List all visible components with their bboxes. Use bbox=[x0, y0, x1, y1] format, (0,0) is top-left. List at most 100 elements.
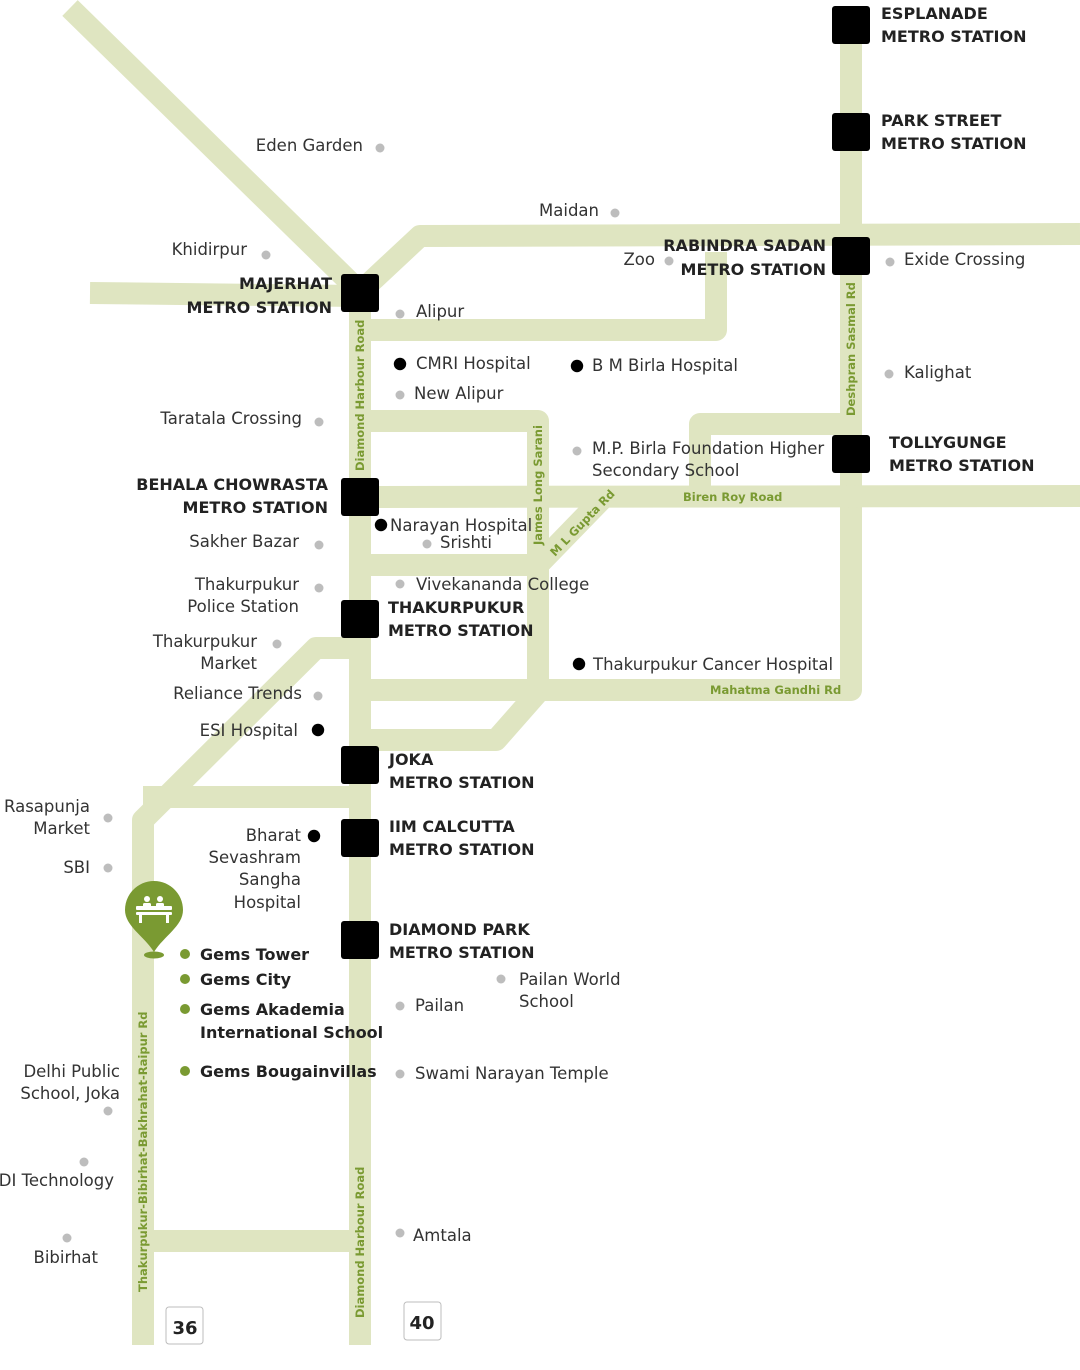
station-label: MAJERHAT bbox=[239, 274, 332, 293]
gems-label: Gems Tower bbox=[200, 945, 309, 964]
place-dot bbox=[103, 813, 113, 823]
place-khidirpur[interactable]: Khidirpur bbox=[172, 240, 271, 260]
hospital-cmri[interactable]: CMRI Hospital bbox=[393, 354, 531, 373]
place-di-technology[interactable]: DI Technology bbox=[0, 1157, 114, 1191]
label-thakurpukur-bibirhat: Thakurpukur-Bibirhat-Bakhrahat-Raipur Rd bbox=[136, 1011, 150, 1292]
place-dot bbox=[272, 639, 282, 649]
place-label: Rasapunja bbox=[4, 797, 90, 816]
station-label: METRO STATION bbox=[388, 621, 533, 640]
hospital-label: ESI Hospital bbox=[200, 721, 298, 740]
place-srishti[interactable]: Srishti bbox=[422, 533, 492, 552]
place-delhi-public-school[interactable]: Delhi Public School, Joka bbox=[20, 1062, 120, 1116]
road-joka-link bbox=[360, 682, 549, 751]
place-zoo[interactable]: Zoo bbox=[624, 250, 674, 269]
place-label: Vivekananda College bbox=[416, 575, 589, 594]
station-thakurpukur[interactable]: THAKURPUKUR METRO STATION bbox=[341, 598, 533, 640]
place-taratala-crossing[interactable]: Taratala Crossing bbox=[159, 409, 324, 428]
place-swami-narayan-temple[interactable]: Swami Narayan Temple bbox=[395, 1064, 609, 1083]
gems-label: Gems City bbox=[200, 970, 292, 989]
place-label: School, Joka bbox=[20, 1084, 120, 1103]
place-label: Bibirhat bbox=[34, 1248, 99, 1267]
hospital-cross-icon bbox=[572, 657, 586, 671]
road-alipur-loop bbox=[360, 252, 727, 341]
station-esplanade[interactable]: ESPLANADE METRO STATION bbox=[832, 4, 1026, 46]
highway-nh36: 36 bbox=[165, 1306, 204, 1345]
place-dot bbox=[885, 257, 895, 267]
road-thakurpukur-diagonal bbox=[132, 637, 360, 1345]
place-pailan-world-school[interactable]: Pailan World School bbox=[496, 970, 621, 1011]
station-park-street[interactable]: PARK STREET METRO STATION bbox=[832, 111, 1026, 153]
gems-tower[interactable]: Gems Tower bbox=[180, 945, 309, 964]
hospital-esi[interactable]: ESI Hospital bbox=[200, 721, 325, 740]
hospital-narayan[interactable]: Narayan Hospital bbox=[374, 516, 532, 535]
place-reliance-trends[interactable]: Reliance Trends bbox=[173, 684, 323, 703]
gems-label: Gems Bougainvillas bbox=[200, 1062, 377, 1081]
station-majerhat[interactable]: MAJERHAT METRO STATION bbox=[187, 274, 379, 317]
station-label: METRO STATION bbox=[389, 773, 534, 792]
place-sakher-bazar[interactable]: Sakher Bazar bbox=[189, 532, 324, 551]
place-dot bbox=[395, 1001, 405, 1011]
gems-akademia[interactable]: Gems Akademia International School bbox=[180, 1000, 383, 1042]
place-label: New Alipur bbox=[414, 384, 504, 403]
place-maidan[interactable]: Maidan bbox=[539, 201, 620, 220]
place-label: Khidirpur bbox=[172, 240, 248, 259]
station-rabindra-sadan[interactable]: RABINDRA SADAN METRO STATION bbox=[663, 236, 870, 279]
hospital-bm-birla[interactable]: B M Birla Hospital bbox=[570, 356, 738, 375]
place-label: Zoo bbox=[624, 250, 656, 269]
place-dot bbox=[572, 446, 582, 456]
map-pin-icon bbox=[125, 881, 183, 952]
station-label: TOLLYGUNGE bbox=[889, 433, 1007, 452]
hospital-thakurpukur-cancer[interactable]: Thakurpukur Cancer Hospital bbox=[572, 655, 833, 674]
hospital-label: Narayan Hospital bbox=[390, 516, 532, 535]
station-behala-chowrasta[interactable]: BEHALA CHOWRASTA METRO STATION bbox=[136, 475, 379, 517]
gems-bougainvillas[interactable]: Gems Bougainvillas bbox=[180, 1062, 377, 1081]
label-diamond-harbour-upper: Diamond Harbour Road bbox=[353, 320, 367, 471]
place-eden-garden[interactable]: Eden Garden bbox=[256, 136, 385, 155]
place-label: Kalighat bbox=[904, 363, 972, 382]
highway-number: 36 bbox=[172, 1318, 197, 1339]
station-iim-calcutta[interactable]: IIM CALCUTTA METRO STATION bbox=[341, 817, 534, 859]
place-kalighat[interactable]: Kalighat bbox=[884, 363, 972, 382]
place-mp-birla-school[interactable]: M.P. Birla Foundation Higher Secondary S… bbox=[572, 439, 825, 480]
place-rasapunja-market[interactable]: Rasapunja Market bbox=[4, 797, 113, 838]
gems-location-marker[interactable] bbox=[125, 881, 183, 959]
place-label: School bbox=[519, 992, 574, 1011]
place-label: Alipur bbox=[416, 302, 464, 321]
place-thakurpukur-police-station[interactable]: Thakurpukur Police Station bbox=[187, 575, 324, 616]
gems-city[interactable]: Gems City bbox=[180, 970, 292, 989]
place-sbi[interactable]: SBI bbox=[63, 858, 113, 877]
place-dot bbox=[313, 691, 323, 701]
place-bibirhat[interactable]: Bibirhat bbox=[34, 1233, 99, 1268]
station-joka[interactable]: JOKA METRO STATION bbox=[341, 746, 534, 792]
place-vivekananda-college[interactable]: Vivekananda College bbox=[395, 575, 590, 594]
station-label: DIAMOND PARK bbox=[389, 920, 530, 939]
place-label: M.P. Birla Foundation Higher bbox=[592, 439, 824, 458]
place-exide-crossing[interactable]: Exide Crossing bbox=[885, 250, 1026, 269]
place-label: Market bbox=[200, 654, 257, 673]
place-dot bbox=[79, 1157, 89, 1167]
place-thakurpukur-market[interactable]: Thakurpukur Market bbox=[152, 632, 282, 673]
station-diamond-park[interactable]: DIAMOND PARK METRO STATION bbox=[341, 920, 534, 962]
label-biren-roy: Biren Roy Road bbox=[683, 490, 782, 504]
place-alipur[interactable]: Alipur bbox=[395, 302, 465, 321]
place-pailan[interactable]: Pailan bbox=[395, 996, 465, 1015]
place-amtala[interactable]: Amtala bbox=[395, 1226, 472, 1245]
station-label: METRO STATION bbox=[881, 27, 1026, 46]
park-bench-icon bbox=[136, 896, 172, 923]
metro-train-icon bbox=[832, 6, 870, 44]
hospital-cross-icon bbox=[393, 357, 407, 371]
hospital-cross-icon bbox=[570, 359, 584, 373]
hospital-bharat-sevashram[interactable]: Bharat Sevashram Sangha Hospital bbox=[208, 826, 321, 912]
station-label: PARK STREET bbox=[881, 111, 1002, 130]
station-label: METRO STATION bbox=[881, 134, 1026, 153]
road-northwest-diagonal bbox=[62, 0, 368, 300]
station-tollygunge[interactable]: TOLLYGUNGE METRO STATION bbox=[832, 433, 1034, 475]
place-label: Sakher Bazar bbox=[189, 532, 299, 551]
place-dot bbox=[375, 143, 385, 153]
place-new-alipur[interactable]: New Alipur bbox=[395, 384, 504, 403]
place-label: Thakurpukur bbox=[152, 632, 257, 651]
metro-train-icon bbox=[341, 478, 379, 516]
label-deshpran-sasmal: Deshpran Sasmal Rd bbox=[844, 282, 858, 416]
highway-number: 40 bbox=[409, 1313, 434, 1334]
